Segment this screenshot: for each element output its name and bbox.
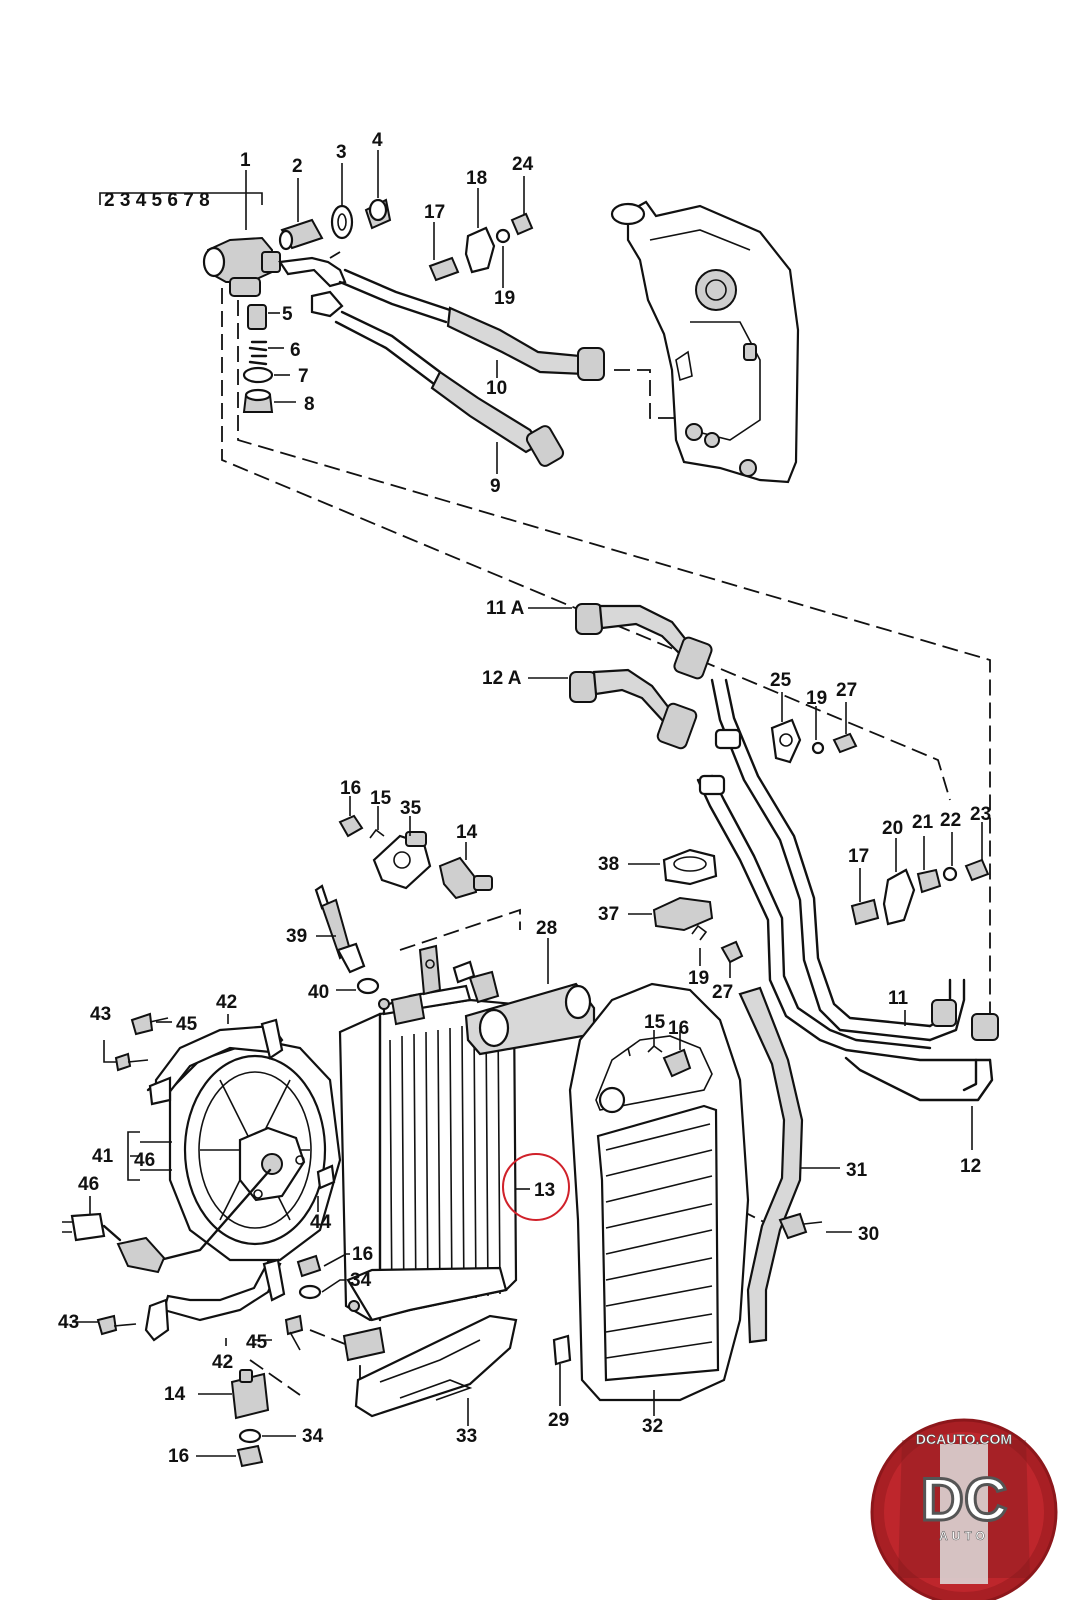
dcauto-logo: DCAUTO.COM DC AUTO [870, 1418, 1058, 1600]
label-16-top: 16 [340, 778, 361, 799]
label-21: 21 [912, 812, 934, 833]
label-46-group: 46 [134, 1150, 155, 1171]
label-11: 11 [888, 988, 909, 1009]
label-24: 24 [512, 154, 534, 175]
label-44: 44 [310, 1212, 332, 1233]
label-32: 32 [642, 1416, 663, 1437]
label-23: 23 [970, 804, 991, 825]
label-40: 40 [308, 982, 329, 1003]
temperature-sensor [314, 884, 380, 995]
label-15-grille: 15 [644, 1012, 666, 1033]
label-37: 37 [598, 904, 619, 925]
label-3: 3 [336, 142, 347, 163]
label-16-grille: 16 [668, 1018, 689, 1039]
clamp-parts-right [850, 822, 990, 926]
label-16-bottom: 16 [168, 1446, 189, 1467]
kit-group-label: 2 3 4 5 6 7 8 [104, 190, 210, 211]
label-16-mid: 16 [352, 1244, 373, 1265]
logo-url: DCAUTO.COM [916, 1431, 1012, 1447]
label-10: 10 [486, 378, 507, 399]
label-42-top: 42 [216, 992, 237, 1013]
label-27-low: 27 [712, 982, 733, 1003]
label-9: 9 [490, 476, 501, 497]
label-19-low: 19 [688, 968, 709, 989]
label-22: 22 [940, 810, 961, 831]
label-1: 1 [240, 150, 251, 171]
mount-parts-right [628, 848, 744, 978]
label-20: 20 [882, 818, 903, 839]
label-31: 31 [846, 1160, 868, 1181]
oil-tank [610, 200, 800, 484]
label-18: 18 [466, 168, 487, 189]
label-42-bottom: 42 [212, 1352, 233, 1373]
clamp-parts-top [428, 176, 534, 288]
oil-hoses-9-10 [278, 256, 605, 474]
label-19-top: 19 [494, 288, 515, 309]
label-43-bottom: 43 [58, 1312, 79, 1333]
label-34-mid: 34 [350, 1270, 372, 1291]
label-43-top: 43 [90, 1004, 111, 1025]
label-27-mid: 27 [836, 680, 857, 701]
highlight-circle-13 [502, 1153, 570, 1221]
logo-sub: AUTO [939, 1529, 989, 1543]
logo-mark: DC [921, 1466, 1008, 1533]
label-35: 35 [400, 798, 422, 819]
label-45-top: 45 [176, 1014, 198, 1035]
label-12a: 12 A [482, 668, 522, 689]
label-13: 13 [534, 1180, 555, 1201]
oil-lines-11-12 [528, 603, 999, 1150]
label-41: 41 [92, 1146, 114, 1167]
label-39: 39 [286, 926, 307, 947]
thermostat-valve-assembly [99, 150, 392, 413]
label-2: 2 [292, 156, 303, 177]
label-29: 29 [548, 1410, 569, 1431]
label-45-bottom: 45 [246, 1332, 268, 1353]
label-14-top: 14 [456, 822, 478, 843]
label-28: 28 [536, 918, 557, 939]
part-labels: 2 3 4 5 6 7 8 1 2 3 4 5 6 7 8 17 18 24 1… [58, 130, 991, 1467]
label-7: 7 [298, 366, 309, 387]
fan-assembly [62, 1012, 350, 1351]
label-6: 6 [290, 340, 301, 361]
mount-parts-bottom [196, 1369, 296, 1468]
label-14-bottom: 14 [164, 1384, 186, 1405]
label-25: 25 [770, 670, 792, 691]
label-34-bottom: 34 [302, 1426, 324, 1447]
grille-louvres [605, 1123, 713, 1359]
label-17-right: 17 [848, 846, 869, 867]
label-33: 33 [456, 1426, 477, 1447]
label-5: 5 [282, 304, 293, 325]
label-4: 4 [372, 130, 383, 151]
oil-cooler [338, 938, 596, 1426]
bracket-25 [770, 692, 858, 764]
label-11a: 11 A [486, 598, 525, 619]
mount-parts-top [338, 796, 493, 900]
label-15-top: 15 [370, 788, 392, 809]
label-19-mid: 19 [806, 688, 827, 709]
label-30: 30 [858, 1224, 879, 1245]
label-12: 12 [960, 1156, 981, 1177]
grille-frame [552, 982, 852, 1416]
label-38: 38 [598, 854, 619, 875]
label-46-cable: 46 [78, 1174, 99, 1195]
label-8: 8 [304, 394, 315, 415]
cooler-fins [389, 1019, 501, 1313]
label-17-top: 17 [424, 202, 445, 223]
